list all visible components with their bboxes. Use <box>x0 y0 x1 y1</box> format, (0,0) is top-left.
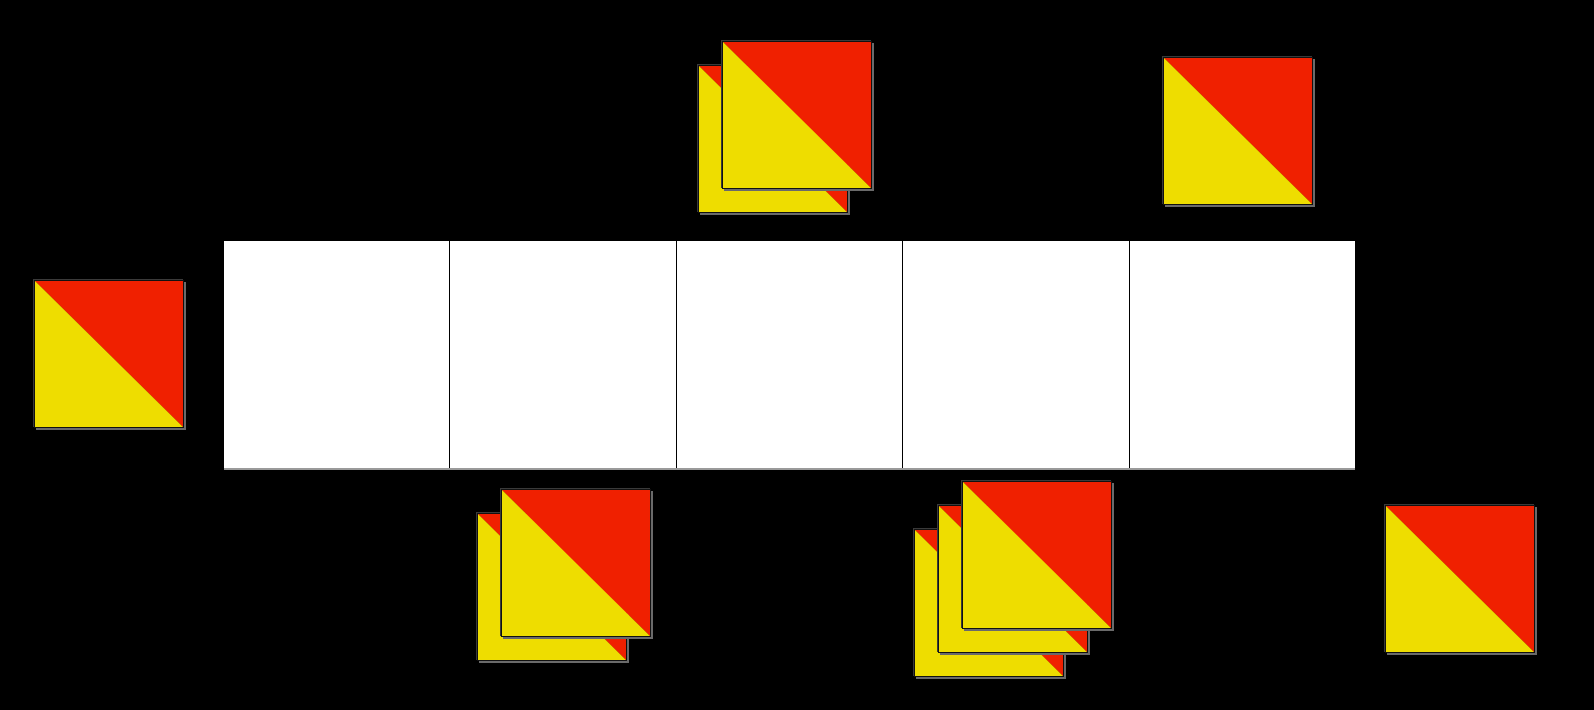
oscar-signal-flag-icon[interactable] <box>34 280 184 428</box>
drop-board <box>224 241 1355 468</box>
board-slot-5[interactable] <box>1130 241 1355 468</box>
board-slot-4[interactable] <box>903 241 1130 468</box>
board-slot-1[interactable] <box>224 241 451 468</box>
oscar-signal-flag-icon[interactable] <box>1163 57 1313 205</box>
oscar-signal-flag-icon[interactable] <box>722 41 872 189</box>
oscar-signal-flag-icon[interactable] <box>962 481 1112 629</box>
oscar-signal-flag-icon[interactable] <box>501 489 651 637</box>
oscar-signal-flag-icon[interactable] <box>1385 505 1535 653</box>
board-slot-3[interactable] <box>677 241 904 468</box>
board-slot-2[interactable] <box>450 241 677 468</box>
